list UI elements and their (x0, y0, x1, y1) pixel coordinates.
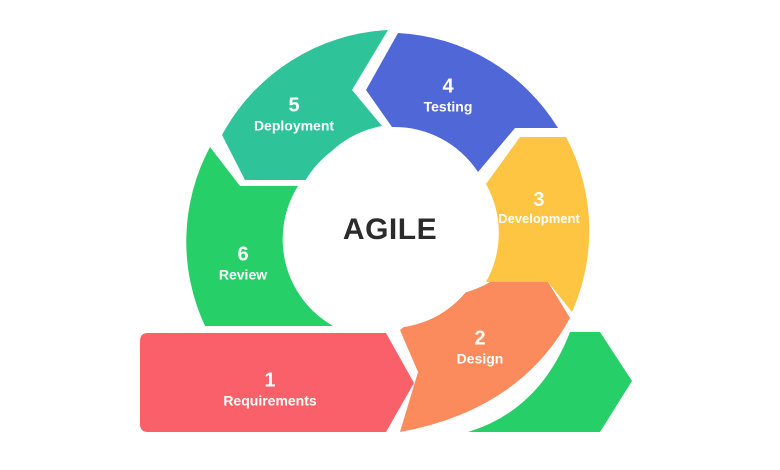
requirements-segment (140, 333, 414, 432)
stage-number: 1 (264, 369, 276, 392)
stage-review: 6 Review (219, 243, 267, 282)
stage-number: 2 (474, 327, 486, 350)
agile-title: AGILE (342, 213, 438, 246)
stage-testing: 4 Testing (424, 75, 473, 114)
stage-name: Review (218, 266, 268, 283)
stage-number: 4 (442, 75, 454, 98)
review-segment (186, 147, 333, 326)
development-segment (486, 137, 590, 312)
stage-design: 2 Design (457, 327, 504, 366)
stage-requirements: 1 Requirements (223, 369, 316, 408)
stage-name: Testing (423, 98, 473, 115)
design-segment (400, 282, 570, 432)
exit-arrow-shape (468, 332, 632, 432)
stage-deployment: 5 Deployment (254, 94, 334, 133)
stage-name: Design (456, 350, 504, 367)
stage-development: 3 Development (498, 189, 580, 227)
stage-number: 3 (533, 189, 545, 212)
stage-name: Development (498, 211, 580, 227)
stage-number: 6 (237, 243, 249, 266)
testing-segment (366, 33, 558, 172)
center-circle (292, 132, 488, 328)
stage-number: 5 (288, 94, 300, 117)
stage-name: Requirements (223, 392, 317, 409)
deployment-segment (222, 30, 388, 180)
stage-name: Deployment (253, 117, 335, 134)
